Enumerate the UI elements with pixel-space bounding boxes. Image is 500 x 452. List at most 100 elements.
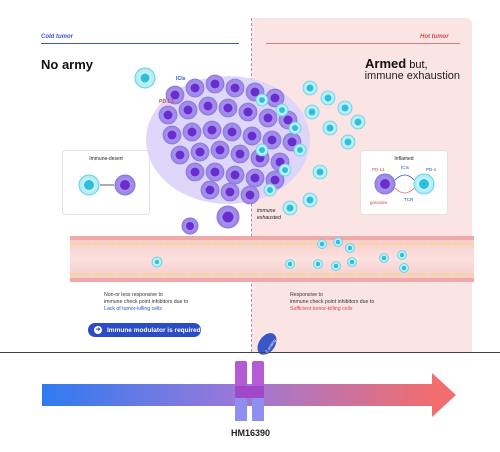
t-cell-nucleus [292, 125, 298, 131]
tumor-cell-nucleus [243, 107, 253, 117]
hot-desc-line2: immune check point inhibitors due to [290, 299, 375, 305]
tumor-cell-nucleus [235, 149, 245, 159]
tumor-cell-nucleus [190, 167, 200, 177]
hot-t-cell-nucleus [316, 168, 324, 176]
cold-desc-line2: immune check point inhibitors due to [104, 299, 189, 305]
tumor-cell-nucleus [210, 79, 220, 89]
cold-scattered-cells [134, 67, 240, 235]
hot-tumor-subheading: immune exhaustion [364, 70, 460, 82]
box-granules-label: granules [370, 200, 388, 205]
t-cell-nucleus [282, 167, 288, 173]
tumor-cell-nucleus [270, 175, 280, 185]
vessel-t-cell-nucleus [287, 261, 293, 267]
tumor-cell-nucleus [225, 187, 235, 197]
immune-desert-title: Immune-desert [89, 156, 123, 162]
hot-tumor-heading: Armed but, [365, 56, 428, 71]
pill-label: Immune modulator is required [107, 326, 201, 334]
vessel-t-cell-nucleus [319, 241, 325, 247]
hot-desc-line3: Sufficient tumor-killing cells [290, 306, 353, 312]
vessel-t-cell-nucleus [399, 252, 405, 258]
tumor-cell-nucleus [223, 103, 233, 113]
drug-molecule [235, 333, 277, 421]
exhausted-line1: immune [257, 208, 276, 214]
hot-t-cell-nucleus [354, 118, 362, 126]
tumor-cell-nucleus [205, 185, 215, 195]
cold-desc-line1: Non-or less responsive to [104, 292, 163, 298]
tumor-cell-nucleus [170, 90, 180, 100]
tumor-cell-nucleus [263, 113, 273, 123]
hot-t-cell-nucleus [344, 138, 352, 146]
immune-modulator-pill: ➜ Immune modulator is required [88, 323, 201, 337]
tumor-cell-nucleus [270, 93, 280, 103]
hot-t-cell-nucleus [324, 94, 332, 102]
arrow-right-icon: ➜ [94, 326, 102, 334]
tumor-cell-nucleus [283, 115, 293, 125]
t-cell-nucleus [259, 97, 265, 103]
tumor-cell-nucleus [227, 127, 237, 137]
hot-t-cell-nucleus [308, 108, 316, 116]
hot-heading-bold: Armed [365, 56, 407, 71]
tumor-cell-nucleus [287, 137, 297, 147]
tumor-cell-nucleus [250, 173, 260, 183]
tumor-cell-nucleus [247, 131, 257, 141]
hot-tumor-tag: Hot tumor [420, 34, 449, 40]
cold-desc-line3: Lack of tumor-killing cells [104, 306, 162, 312]
hot-desc-line1: Responsive to [290, 292, 323, 298]
tumor-cell-nucleus [210, 167, 220, 177]
tumor-cell-nucleus [245, 190, 255, 200]
tumor-mass [146, 74, 310, 205]
vessel-t-cell-nucleus [349, 259, 355, 265]
vessel-t-cell-nucleus [381, 255, 387, 261]
cold-tumor-heading: No army [41, 57, 94, 72]
tumor-cell-nucleus [190, 83, 200, 93]
tumor-cell-nucleus [175, 150, 185, 160]
vessel-t-cell-nucleus [401, 265, 407, 271]
hot-t-cell-nucleus [341, 104, 349, 112]
tumor-cell-nucleus [215, 145, 225, 155]
box-ici-label: ICIs [401, 165, 410, 170]
vessel-t-cell-nucleus [335, 239, 341, 245]
t-cell-nucleus [259, 147, 265, 153]
exhausted-line2: exhausted [257, 215, 281, 221]
hot-heading-rest: but, [406, 59, 428, 71]
pdl1-label: PD-L1 [159, 99, 174, 105]
cold-tumor-tag: Cold tumor [41, 34, 73, 40]
vessel-t-cell-nucleus [315, 261, 321, 267]
hot-t-cells [282, 80, 366, 216]
t-cell-nucleus [297, 147, 303, 153]
timeline-baseline [0, 352, 500, 353]
tumor-cell-nucleus [195, 147, 205, 157]
hot-description: Responsive to immune check point inhibit… [290, 292, 374, 313]
hot-tumor-rule [266, 43, 460, 44]
immune-exhausted-label: immune exhausted [257, 208, 281, 222]
tumor-cell-nucleus [250, 87, 260, 97]
box-pd1-label: PD-1 [426, 167, 437, 172]
hot-t-cell-nucleus [286, 204, 294, 212]
vessel-t-cell-nucleus [333, 263, 339, 269]
vessel-t-cell-nucleus [347, 245, 353, 251]
hot-t-cell-nucleus [326, 124, 334, 132]
tumor-cell-nucleus [187, 127, 197, 137]
desert-box-cells [78, 174, 136, 196]
tumor-cell-nucleus [183, 105, 193, 115]
tumor-cell-nucleus [203, 101, 213, 111]
cold-description: Non-or less responsive to immune check p… [104, 292, 188, 313]
inflamed-box-cells [374, 173, 435, 195]
cold-tumor-rule [41, 43, 239, 44]
inflamed-title: Inflamed [394, 156, 414, 162]
tumor-cell-nucleus [207, 125, 217, 135]
hot-t-cell-nucleus [306, 84, 314, 92]
ici-label: ICIs [176, 76, 186, 82]
tumor-cell-nucleus [267, 135, 277, 145]
tumor-cell-nucleus [163, 110, 173, 120]
tumor-cell-nucleus [230, 170, 240, 180]
box-tcr-label: TCR [404, 197, 414, 202]
vessel-t-cells [151, 237, 409, 273]
box-pdl1-label: PD-L1 [372, 167, 385, 172]
t-cell-nucleus [279, 107, 285, 113]
t-cell-nucleus [267, 187, 273, 193]
drug-name: HM16390 [231, 428, 271, 438]
blood-vessel [70, 236, 474, 282]
hot-t-cell-nucleus [306, 196, 314, 204]
